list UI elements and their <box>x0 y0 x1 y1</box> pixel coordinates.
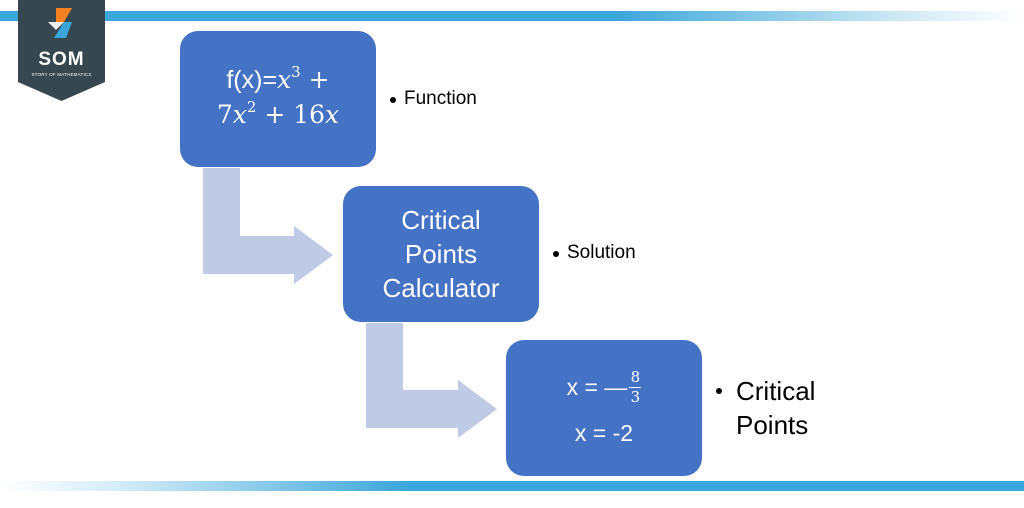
bullet-icon <box>716 388 722 394</box>
som-logo-icon <box>18 0 105 101</box>
bullet-icon <box>390 97 396 103</box>
fraction: 8 3 <box>629 368 642 406</box>
top-accent-bar <box>0 11 1024 21</box>
logo-tagline: STORY OF MATHEMATICS <box>31 72 92 77</box>
calculator-box: Critical Points Calculator <box>343 186 539 322</box>
logo-name: SOM <box>38 49 85 70</box>
bottom-accent-bar <box>0 481 1024 491</box>
bullet-icon <box>553 251 559 257</box>
result-box: x = — 8 3 x = -2 <box>506 340 702 476</box>
root-1: x = — 8 3 <box>566 368 642 406</box>
label-function: Function <box>390 88 477 110</box>
calculator-title: Critical Points Calculator <box>382 205 500 303</box>
root-2: x = -2 <box>574 420 634 446</box>
function-line-2: 7x2 + 16x <box>216 98 340 129</box>
label-critical-points: Critical Points <box>716 374 846 442</box>
function-box: f(x)=x3 + 7x2 + 16x <box>180 31 376 167</box>
function-line-1: f(x)=x3 + <box>226 63 330 94</box>
label-solution: Solution <box>553 242 636 264</box>
flow-arrow-2 <box>366 323 497 438</box>
flow-arrow-1 <box>203 168 333 284</box>
